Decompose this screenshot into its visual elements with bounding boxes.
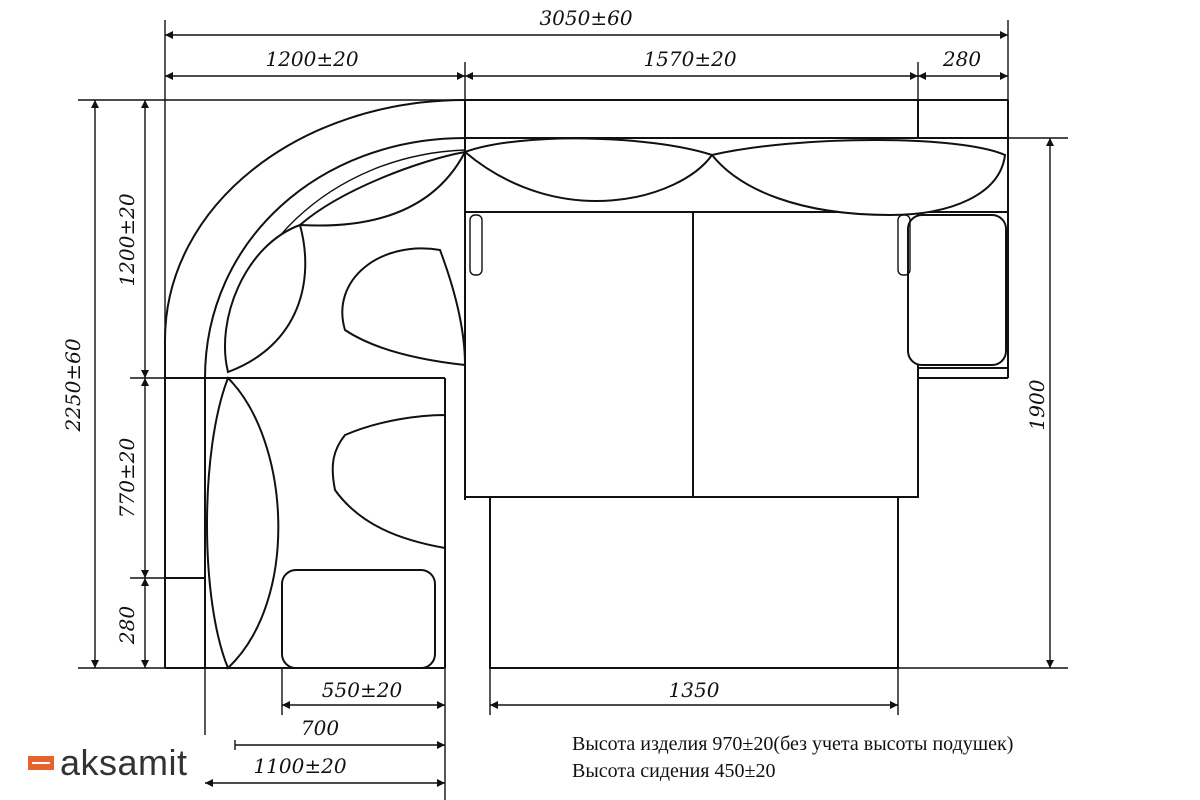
dimension-labels: 3050±60 1200±20 1570±20 280 2250±60 1200… [61,6,1049,778]
dim-side-770: 770±20 [115,438,139,519]
dim-corner-height: 1200±20 [115,193,139,286]
brand-sofa-icon [28,756,54,770]
right-armrest-cushion [907,214,1007,366]
dim-total-width: 3050±60 [539,6,632,30]
dim-side-280: 280 [115,606,139,645]
dim-total-height: 2250±60 [61,338,85,432]
note-seat-height: Высота сидения 450±20 [572,760,775,782]
armrest-side-left [469,214,483,276]
cushions [206,137,1007,670]
dim-seat-550: 550±20 [322,678,403,702]
brand-logo: aksamit [26,742,188,784]
back-cushion-1 [463,137,714,202]
left-armrest-cushion [281,569,436,669]
armrest-side-right [897,214,911,276]
dim-seat-1100: 1100±20 [253,754,346,778]
corner-seat-cushion [341,247,467,367]
note-product-height: Высота изделия 970±20(без учета высоты п… [572,733,1013,755]
back-cushion-2 [710,139,1007,217]
corner-back-cushion-1 [297,150,467,227]
dim-mid-width: 1570±20 [643,47,736,71]
side-back-cushion [206,376,280,670]
dim-right-width: 280 [942,47,981,71]
dim-right-height: 1900 [1025,379,1049,430]
height-notes: Высота изделия 970±20(без учета высоты п… [572,733,1013,782]
dim-seat-700: 700 [301,716,339,740]
side-seat-cushion [331,413,446,550]
brand-name: aksamit [60,742,188,783]
dim-left-width: 1200±20 [265,47,358,71]
dimension-arrows [91,31,1054,787]
corner-back-cushion-2 [224,223,307,374]
dim-bottom-1350: 1350 [669,678,720,702]
